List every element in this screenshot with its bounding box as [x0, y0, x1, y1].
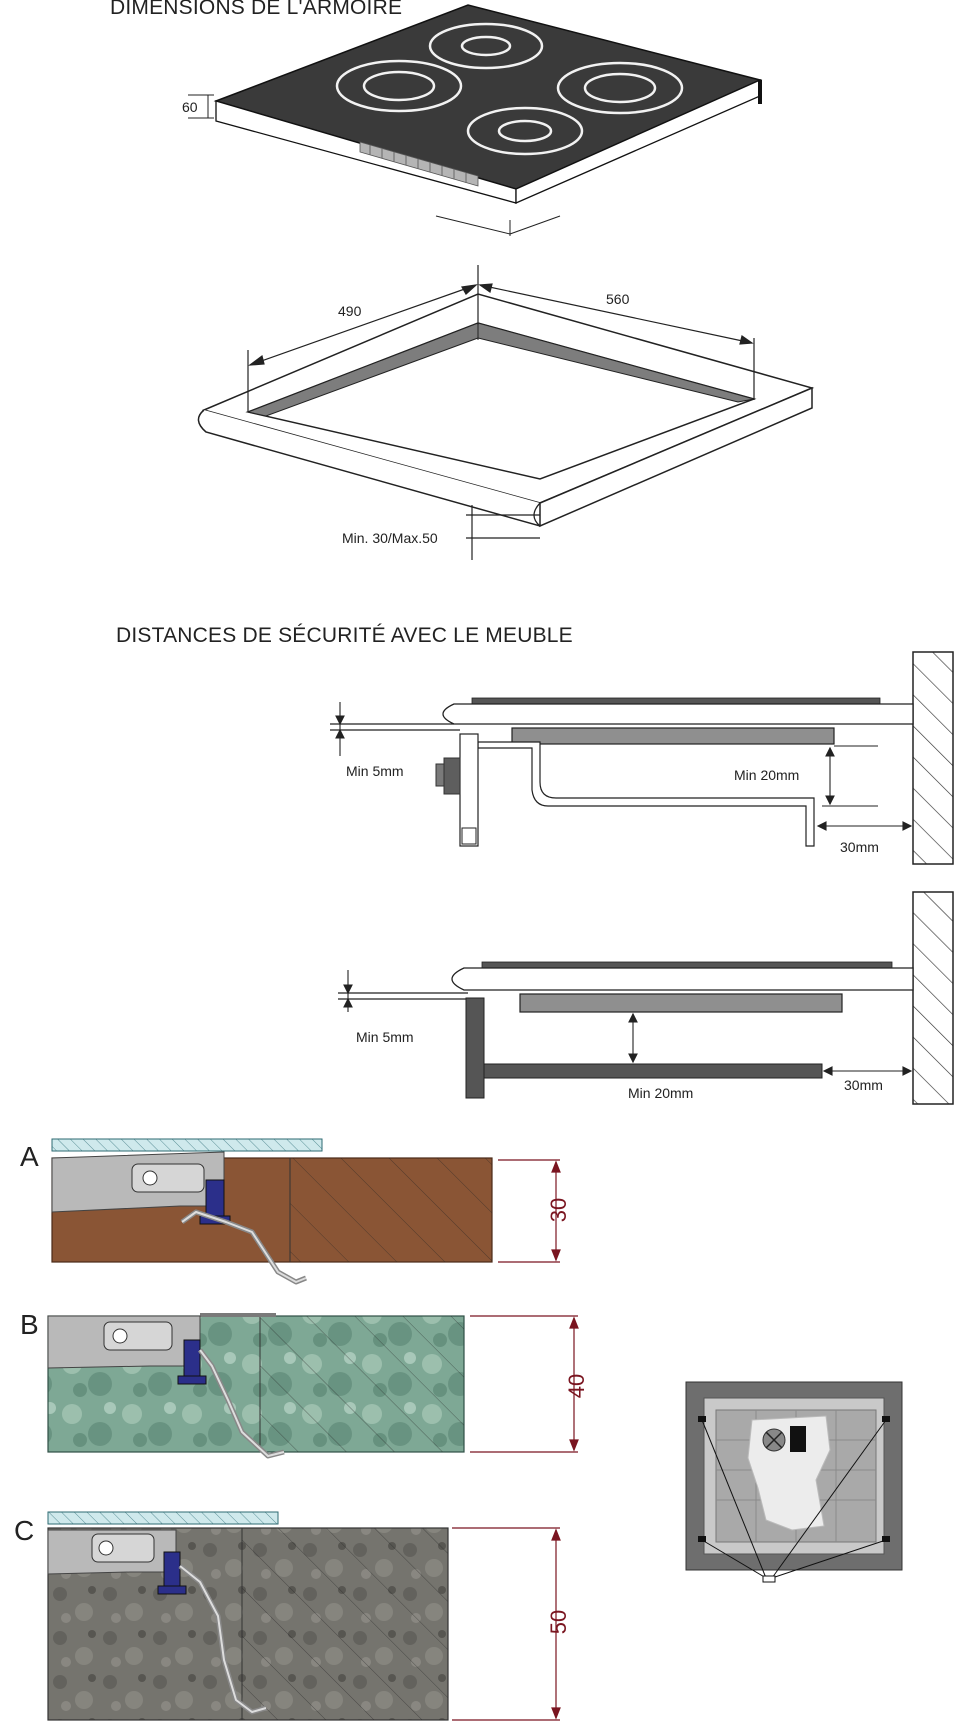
- worktop-front-face: [539, 386, 813, 528]
- cabinet-shelf-1: [477, 741, 815, 847]
- worktop-a-letter: A: [20, 1141, 39, 1172]
- cutout-side-wall: [477, 322, 755, 403]
- worktop-c-thickness: 50: [546, 1610, 571, 1634]
- worktop-a-thickness: 30: [546, 1198, 571, 1222]
- worktop-thickness-label: Min. 30/Max.50: [342, 530, 438, 546]
- cutout-illustration: 490 560 Min. 30/Max.50: [197, 265, 815, 560]
- hob-cooking-zones: [335, 22, 684, 156]
- hob-body-1: [511, 727, 835, 745]
- cutout-dimension-lines: [247, 265, 755, 560]
- glass-edge-a: [51, 1138, 323, 1152]
- hob-body-2: [519, 993, 843, 1013]
- cooking-zone-front: [466, 106, 584, 156]
- hob-illustration: 60: [182, 4, 763, 236]
- worktop-section-b: B 40: [20, 1309, 589, 1459]
- wall-label-2: 30mm: [844, 1077, 883, 1093]
- gap-label-1: Min 5mm: [346, 763, 404, 779]
- hob-glass-1: [471, 697, 881, 705]
- wall-label-1: 30mm: [840, 839, 879, 855]
- wall-hatched-2: [912, 891, 954, 1105]
- cabinet-shelf-2: [483, 1063, 823, 1079]
- worktop-b-letter: B: [20, 1309, 39, 1340]
- cabinet-dimensions-heading: DIMENSIONS DE L'ARMOIRE: [110, 0, 403, 19]
- clearance-diagram-2: Min 5mm Min 20mm 30mm: [338, 891, 954, 1105]
- cooking-zone-right: [556, 61, 684, 115]
- cooking-zone-left: [335, 59, 463, 113]
- below-label-2: Min 20mm: [628, 1085, 693, 1101]
- hob-thickness-dimension: [188, 94, 214, 119]
- worktop-b-thickness: 40: [564, 1374, 589, 1398]
- clearance-diagram-1: Min 5mm Min 20mm 30mm: [330, 651, 954, 865]
- hob-vent-grille: [359, 141, 479, 187]
- hob-underside-view: [685, 1381, 903, 1583]
- below-label-1: Min 20mm: [734, 767, 799, 783]
- cooking-zone-back: [428, 22, 544, 70]
- cutout-width-label: 560: [606, 291, 630, 307]
- glass-edge-c: [47, 1511, 279, 1525]
- cutout-depth-label: 490: [338, 303, 362, 319]
- safety-distances-heading: DISTANCES DE SÉCURITÉ AVEC LE MEUBLE: [116, 624, 573, 647]
- worktop-section-c: C 50: [14, 1511, 571, 1721]
- hob-glass-2: [481, 961, 893, 969]
- connector-icon: [762, 1575, 776, 1583]
- worktop-section-a: A 30: [20, 1138, 571, 1285]
- gap-label-2: Min 5mm: [356, 1029, 414, 1045]
- cabinet-side-2: [465, 997, 485, 1099]
- drawer-handle-1: [435, 763, 445, 787]
- worktop-c-letter: C: [14, 1515, 34, 1546]
- wall-hatched-1: [912, 651, 954, 865]
- hob-thickness-label: 60: [182, 99, 198, 115]
